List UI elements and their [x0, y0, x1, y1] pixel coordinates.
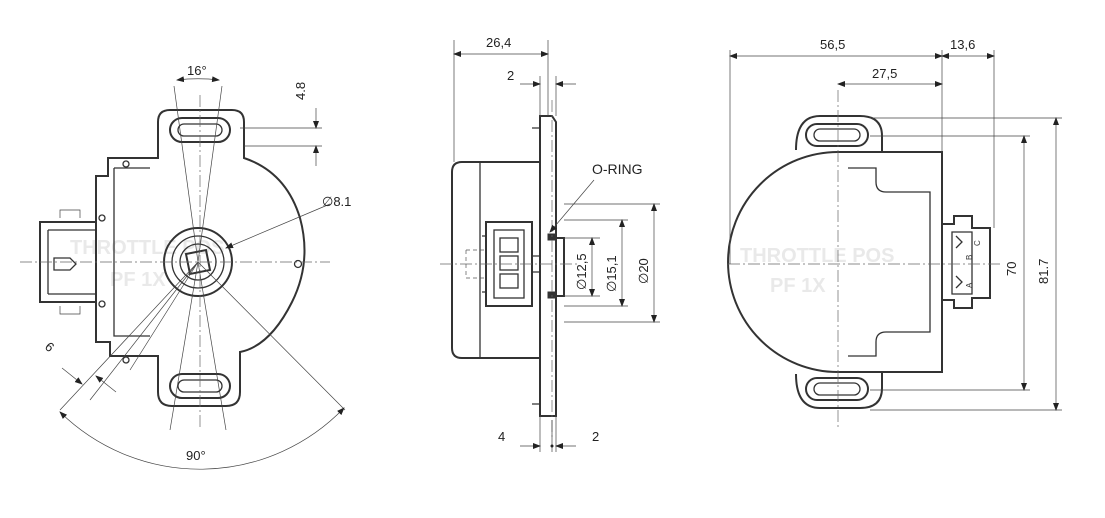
dim-81-7: 81.7	[1036, 259, 1051, 284]
side-shaft	[555, 237, 565, 297]
dim-6: 6	[42, 339, 57, 355]
dim-angle-90: 90°	[186, 448, 206, 463]
front-housing	[95, 109, 306, 407]
rear-connector	[942, 215, 991, 309]
dim-13-6: 13,6	[950, 37, 975, 52]
dim-d12-5: ∅12,5	[574, 253, 589, 290]
dim-70: 70	[1004, 262, 1019, 276]
dim-d15-1: ∅15,1	[604, 255, 619, 292]
dim-diameter-8-1: ∅8.1	[322, 194, 351, 209]
pin-a: A	[965, 282, 974, 288]
rear-watermark-line2: PF 1X	[770, 275, 826, 297]
dim-2-top: 2	[507, 68, 514, 83]
dim-4-8: 4.8	[293, 82, 308, 100]
front-view: THROTTLE POS PF 1X 16	[20, 63, 351, 470]
rear-ear-top	[795, 115, 883, 152]
side-flange	[539, 115, 557, 417]
front-watermark-line2: PF 1X	[110, 269, 166, 291]
pin-b: B	[965, 255, 974, 260]
dim-4: 4	[498, 429, 505, 444]
rear-ear-bottom	[795, 372, 883, 409]
dim-27-5: 27,5	[872, 66, 897, 81]
dim-26-4: 26,4	[486, 35, 511, 50]
side-view: 26,4 2 O-RING ∅12,5 ∅15,1 ∅20 4 2	[440, 35, 660, 452]
side-body	[451, 161, 541, 359]
dim-2-bottom: 2	[592, 429, 599, 444]
rear-body	[727, 151, 943, 373]
dim-angle-16: 16°	[187, 63, 207, 78]
pin-c: C	[973, 240, 982, 246]
rear-watermark: THROTTLE POS	[740, 245, 894, 267]
dim-56-5: 56,5	[820, 37, 845, 52]
dim-d20: ∅20	[636, 258, 651, 284]
rear-view: THROTTLE POS PF 1X B C A 56,5 13,6 27,5	[727, 37, 1062, 430]
oring-label: O-RING	[592, 161, 643, 177]
